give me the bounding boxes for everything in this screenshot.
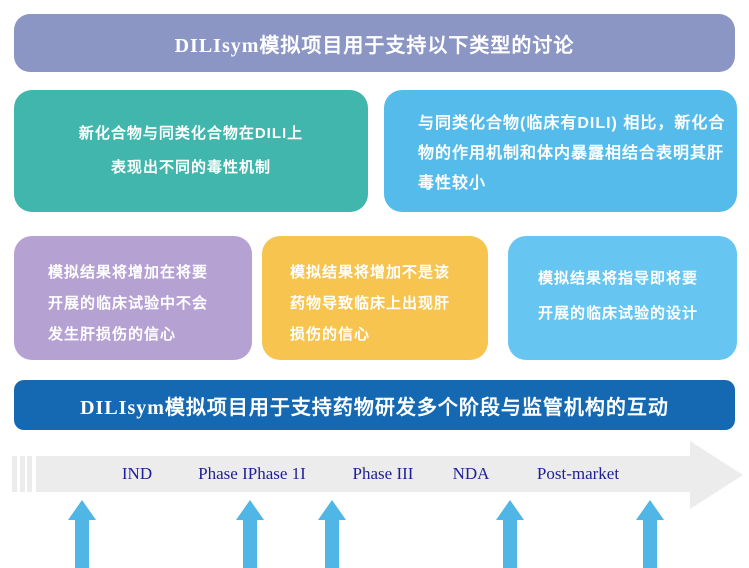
purple-line-1: 模拟结果将增加在将要 — [48, 264, 209, 281]
yellow-line-3: 损伤的信心 — [290, 326, 371, 343]
discussion-box-teal: 新化合物与同类化合物在DILI上 表现出不同的毒性机制 — [14, 90, 368, 212]
up-arrow-head — [636, 500, 664, 520]
timeline-label-ind: IND — [121, 464, 153, 483]
up-arrow-shaft — [243, 519, 257, 568]
up-arrow-icon — [636, 500, 664, 568]
up-arrow-icon — [236, 500, 264, 568]
discussion-box-purple: 模拟结果将增加在将要 开展的临床试验中不会 发生肝损伤的信心 — [14, 236, 252, 360]
up-arrow-icon — [496, 500, 524, 568]
yellow-line-1: 模拟结果将增加不是该 — [290, 264, 451, 281]
up-arrow-icon — [318, 500, 346, 568]
purple-line-2: 开展的临床试验中不会 — [48, 295, 209, 312]
teal-line-2: 表现出不同的毒性机制 — [110, 159, 271, 176]
timeline-tick — [20, 456, 25, 492]
up-arrow-icon — [68, 500, 96, 568]
timeline-tick — [12, 456, 17, 492]
timeline-bar — [36, 456, 690, 492]
timeline-label-nda: NDA — [452, 464, 490, 483]
up-arrow-shaft — [643, 519, 657, 568]
purple-line-3: 发生肝损伤的信心 — [48, 326, 177, 343]
timeline-arrowhead-icon — [690, 441, 743, 509]
up-arrow-head — [318, 500, 346, 520]
up-arrow-head — [68, 500, 96, 520]
up-arrow-shaft — [325, 519, 339, 568]
discussion-box-yellow: 模拟结果将增加不是该 药物导致临床上出现肝 损伤的信心 — [262, 236, 488, 360]
timeline-label-phase1-2: Phase IPhase 1I — [198, 464, 306, 483]
up-arrow-shaft — [75, 519, 89, 568]
timeline-label-phase3: Phase III — [352, 464, 414, 483]
timeline-tick — [27, 456, 32, 492]
yellow-line-2: 药物导致临床上出现肝 — [290, 295, 451, 312]
blue-line-1: 与同类化合物(临床有DILI) 相比，新化合 — [418, 115, 726, 132]
title-banner-bottom-text: DILIsym模拟项目用于支持药物研发多个阶段与监管机构的互动 — [80, 396, 669, 419]
title-banner-top-text: DILIsym模拟项目用于支持以下类型的讨论 — [174, 34, 575, 57]
timeline-label-postmarket: Post-market — [536, 464, 620, 483]
discussion-box-skyblue: 模拟结果将指导即将要 开展的临床试验的设计 — [508, 236, 737, 360]
blue-line-2: 物的作用机制和体内暴露相结合表明其肝 — [418, 145, 725, 162]
blue-line-3: 毒性较小 — [418, 175, 487, 192]
teal-line-1: 新化合物与同类化合物在DILI上 — [78, 125, 304, 142]
title-banner-top: DILIsym模拟项目用于支持以下类型的讨论 — [14, 14, 735, 72]
up-arrow-shaft — [503, 519, 517, 568]
sky-line-1: 模拟结果将指导即将要 — [538, 270, 699, 287]
title-banner-bottom: DILIsym模拟项目用于支持药物研发多个阶段与监管机构的互动 — [14, 380, 735, 430]
up-arrow-head — [236, 500, 264, 520]
sky-line-2: 开展的临床试验的设计 — [538, 305, 699, 322]
discussion-box-blue: 与同类化合物(临床有DILI) 相比，新化合 物的作用机制和体内暴露相结合表明其… — [384, 90, 737, 212]
up-arrow-head — [496, 500, 524, 520]
